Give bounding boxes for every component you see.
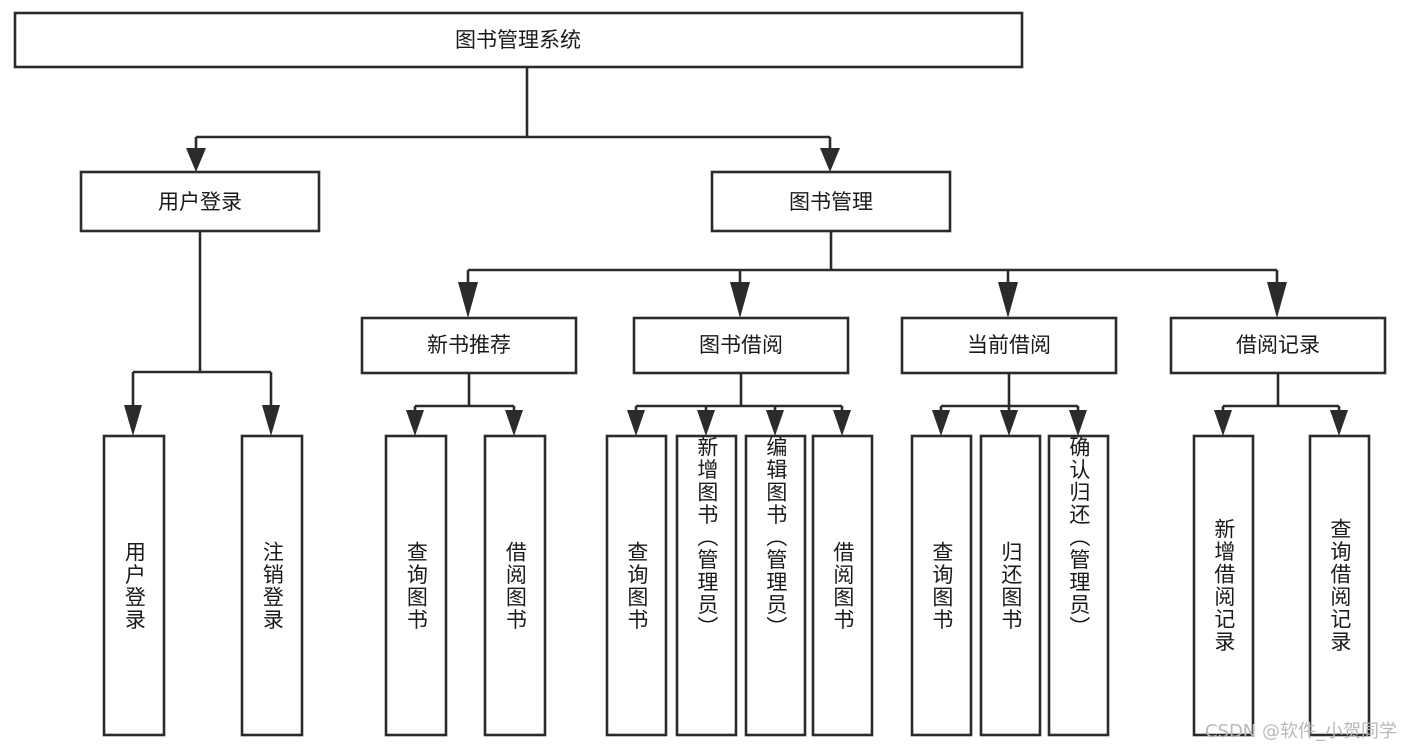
leaf-confirm-return-box[interactable] — [1047, 434, 1110, 737]
leaf-edit-book-box[interactable] — [744, 434, 807, 737]
connector-current-borrow-children — [932, 373, 1087, 436]
watermark: CSDN @软件_小贺同学 — [1204, 721, 1397, 742]
leaf-logout-box[interactable] — [240, 434, 304, 737]
leaf-add-book-box[interactable] — [675, 434, 738, 737]
leaf-return-book-box[interactable] — [979, 434, 1042, 737]
leaf-query-book-3-box[interactable] — [910, 434, 973, 737]
node-borrow-record-label: 借阅记录 — [1236, 333, 1320, 357]
leaf-borrow-book-1-box[interactable] — [483, 434, 547, 737]
node-current-borrow-label: 当前借阅 — [967, 333, 1051, 357]
connector-book-management-children — [458, 231, 1287, 318]
node-book-management-label: 图书管理 — [789, 190, 873, 214]
connector-book-borrow-children — [627, 373, 851, 436]
connector-borrow-record-children — [1214, 373, 1348, 436]
connector-user-login-children — [124, 231, 280, 436]
leaf-query-record-box[interactable] — [1308, 434, 1371, 737]
node-book-borrow-label: 图书借阅 — [699, 333, 783, 357]
node-book-borrow[interactable]: 图书借阅 — [632, 316, 850, 375]
leaf-borrow-book-2-box[interactable] — [811, 434, 874, 737]
node-book-management[interactable]: 图书管理 — [710, 170, 952, 233]
node-user-login[interactable]: 用户登录 — [79, 170, 321, 233]
node-new-book-recommend-label: 新书推荐 — [427, 333, 511, 357]
connector-new-book-recommend-children — [406, 373, 523, 436]
leaf-query-book-2-box[interactable] — [605, 434, 668, 737]
leaf-query-book-1-box[interactable] — [384, 434, 448, 737]
node-root-label: 图书管理系统 — [455, 28, 581, 52]
connector-root — [186, 67, 840, 172]
node-root[interactable]: 图书管理系统 — [13, 11, 1024, 69]
node-new-book-recommend[interactable]: 新书推荐 — [360, 316, 578, 375]
node-borrow-record[interactable]: 借阅记录 — [1169, 316, 1387, 375]
node-current-borrow[interactable]: 当前借阅 — [900, 316, 1118, 375]
leaf-add-record-box[interactable] — [1192, 434, 1255, 737]
leaf-user-login-box[interactable] — [102, 434, 166, 737]
node-user-login-label: 用户登录 — [158, 190, 242, 214]
